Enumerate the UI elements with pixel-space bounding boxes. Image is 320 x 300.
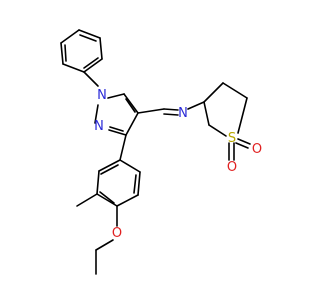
molecule-diagram: N N N S O O O: [60, 29, 262, 275]
atom-o-sulfone-1: O: [252, 142, 262, 157]
atom-o-ether: O: [112, 226, 122, 241]
bond: [119, 159, 141, 173]
bond: [235, 142, 249, 149]
bond: [203, 101, 210, 126]
structure-svg: N N N S O O O: [60, 29, 262, 275]
bond: [208, 124, 227, 137]
bond: [125, 98, 136, 113]
bond: [163, 108, 179, 111]
atom-s-sulfone: S: [228, 131, 236, 146]
bond: [237, 97, 248, 134]
bond: [119, 134, 127, 161]
bond: [109, 126, 124, 132]
bond: [222, 82, 248, 99]
bond: [78, 29, 101, 39]
bond: [108, 129, 127, 136]
bond: [100, 164, 119, 175]
bond: [116, 194, 139, 207]
bond: [83, 57, 99, 69]
atom-o-sulfone-2: O: [227, 160, 237, 175]
atom-n-pyrazole-1: N: [97, 88, 107, 103]
bond: [60, 42, 64, 65]
bond: [96, 193, 118, 207]
bond: [76, 193, 98, 207]
bond: [64, 44, 67, 62]
bond: [99, 37, 103, 60]
bond: [187, 101, 205, 110]
bond: [125, 112, 139, 136]
bond: [98, 159, 121, 172]
bond: [79, 34, 97, 42]
bond: [203, 82, 224, 103]
bond: [62, 63, 85, 73]
atom-n-pyrazole-2: N: [94, 119, 104, 134]
bond: [137, 171, 141, 196]
bond: [137, 108, 165, 114]
bond: [237, 138, 251, 145]
bond: [123, 93, 139, 114]
bond: [60, 29, 80, 44]
bonds: [60, 29, 251, 275]
atom-labels: N N N S O O O: [94, 88, 262, 241]
bond: [95, 239, 114, 251]
bond: [94, 104, 99, 124]
bond: [133, 174, 137, 194]
bond: [83, 71, 99, 87]
bond: [99, 191, 115, 204]
bond: [96, 170, 100, 195]
bond: [163, 113, 179, 116]
atom-n-imine: N: [178, 106, 188, 121]
bond: [83, 58, 103, 73]
bond: [107, 93, 125, 99]
